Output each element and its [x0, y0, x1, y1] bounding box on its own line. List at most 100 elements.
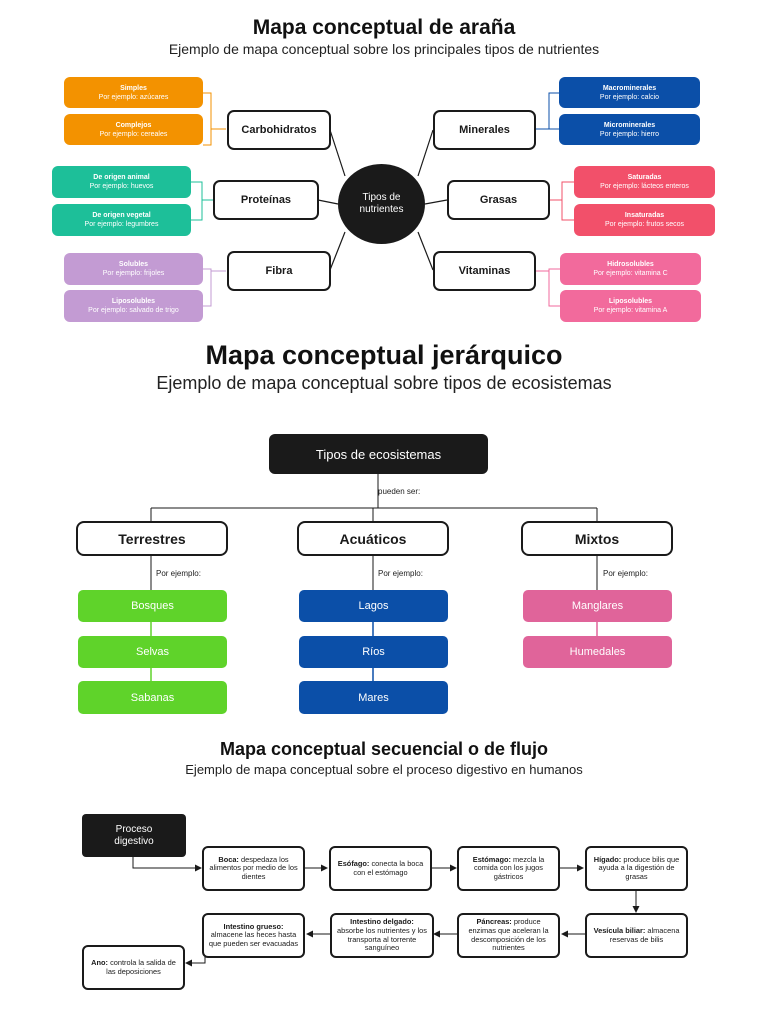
step-description: produce enzimas que aceleran la descompo… [468, 917, 549, 953]
leaf-hidrosolubles: Hidrosolubles Por ejemplo: vitamina C [560, 253, 701, 285]
example-label: Por ejemplo: [378, 569, 423, 578]
step-name: Boca: [218, 854, 239, 864]
leaf-insaturadas: Insaturadas Por ejemplo: frutos secos [574, 204, 715, 236]
step-estomago: Estómago: mezcla la comida con los jugos… [457, 846, 560, 891]
spider-category-minerales: Minerales [433, 110, 536, 150]
step-description: conecta la boca con el estómago [353, 858, 424, 877]
step-higado: Hígado: produce bilis que ayuda a la dig… [585, 846, 688, 891]
step-vesicula-biliar: Vesícula biliar: almacena reservas de bi… [585, 913, 688, 958]
item-sabanas: Sabanas [78, 681, 227, 714]
leaf-example: Por ejemplo: vitamina A [593, 307, 668, 314]
leaf-title: Microminerales [603, 121, 656, 129]
step-text: Boca: despedaza los alimentos por medio … [208, 854, 299, 882]
leaf-title: Liposolubles [111, 298, 156, 305]
group-terrestres: Terrestres [76, 521, 228, 556]
step-name: Estómago: [472, 854, 511, 864]
leaf-title: Liposolubles [608, 298, 653, 305]
step-text: Páncreas: produce enzimas que aceleran l… [463, 918, 554, 952]
step-intestino-delgado: Intestino delgado: absorbe los nutriente… [330, 913, 434, 958]
leaf-complejos: Complejos Por ejemplo: cereales [64, 114, 203, 145]
leaf-example: Por ejemplo: legumbres [84, 221, 159, 228]
step-description: almacena reservas de bilis [609, 925, 680, 944]
leaf-liposolubles-vitaminas: Liposolubles Por ejemplo: vitamina A [560, 290, 701, 322]
step-ano: Ano: controla la salida de las deposicio… [82, 945, 185, 990]
spider-category-vitaminas: Vitaminas [433, 251, 536, 291]
step-name: Ano: [91, 957, 108, 967]
leaf-liposolubles-fibra: Liposolubles Por ejemplo: salvado de tri… [64, 290, 203, 322]
step-esofago: Esófago: conecta la boca con el estómago [329, 846, 432, 891]
leaf-example: Por ejemplo: lácteos enteros [600, 183, 689, 190]
step-description: mezcla la comida con los jugos gástricos [473, 854, 545, 881]
step-boca: Boca: despedaza los alimentos por medio … [202, 846, 305, 891]
item-selvas: Selvas [78, 636, 227, 668]
leaf-title: Solubles [118, 261, 149, 268]
leaf-example: Por ejemplo: calcio [599, 93, 660, 101]
leaf-example: Por ejemplo: hierro [599, 130, 660, 138]
leaf-simples: Simples Por ejemplo: azúcares [64, 77, 203, 108]
leaf-title: De origen vegetal [92, 212, 151, 219]
leaf-example: Por ejemplo: vitamina C [593, 270, 668, 277]
flow-subtitle: Ejemplo de mapa conceptual sobre el proc… [185, 762, 583, 777]
step-name: Vesícula biliar: [593, 925, 646, 935]
example-label: Por ejemplo: [156, 569, 201, 578]
step-description: despedaza los alimentos por medio de los… [209, 854, 298, 881]
item-humedales: Humedales [523, 636, 672, 668]
hierarchy-title: Mapa conceptual jerárquico [205, 340, 563, 370]
item-bosques: Bosques [78, 590, 227, 622]
flow-title: Mapa conceptual secuencial o de flujo [219, 739, 549, 759]
leaf-example: Por ejemplo: huevos [89, 183, 154, 190]
leaf-title: Saturadas [627, 174, 662, 181]
spider-category-grasas: Grasas [447, 180, 550, 220]
spider-center-node: Tipos de nutrientes [338, 164, 425, 244]
leaf-title: Hidrosolubles [607, 261, 654, 268]
step-name: Esófago: [337, 858, 370, 868]
leaf-title: Complejos [115, 121, 152, 129]
leaf-title: Insaturadas [624, 212, 665, 219]
leaf-macrominerales: Macrominerales Por ejemplo: calcio [559, 77, 700, 108]
step-description: absorbe los nutrientes y los transporta … [337, 925, 427, 953]
item-lagos: Lagos [299, 590, 448, 622]
group-mixtos: Mixtos [521, 521, 673, 556]
leaf-solubles: Solubles Por ejemplo: frijoles [64, 253, 203, 285]
leaf-example: Por ejemplo: azúcares [98, 93, 169, 101]
spider-category-proteinas: Proteínas [213, 180, 319, 220]
leaf-example: Por ejemplo: frutos secos [605, 221, 684, 228]
step-description: produce bilis que ayuda a la digestión d… [598, 854, 680, 881]
step-text: Vesícula biliar: almacena reservas de bi… [591, 925, 682, 944]
spider-subtitle: Ejemplo de mapa conceptual sobre los pri… [168, 41, 600, 57]
flow-start-node: Proceso digestivo [82, 814, 186, 857]
step-name: Páncreas: [476, 917, 512, 927]
leaf-saturadas: Saturadas Por ejemplo: lácteos enteros [574, 166, 715, 198]
item-mares: Mares [299, 681, 448, 714]
step-description: controla la salida de las deposiciones [106, 957, 176, 976]
hierarchy-subtitle: Ejemplo de mapa conceptual sobre tipos d… [156, 373, 612, 393]
hierarchy-root-node: Tipos de ecosistemas [269, 434, 488, 474]
leaf-microminerales: Microminerales Por ejemplo: hierro [559, 114, 700, 145]
step-name: Intestino delgado: [350, 917, 414, 927]
step-description: almacene las heces hasta que pueden ser … [208, 930, 299, 948]
leaf-example: Por ejemplo: salvado de trigo [88, 307, 179, 314]
spider-category-carbohidratos: Carbohidratos [227, 110, 331, 150]
example-label: Por ejemplo: [603, 569, 648, 578]
step-name: Intestino grueso: [223, 921, 284, 931]
item-manglares: Manglares [523, 590, 672, 622]
leaf-example: Por ejemplo: frijoles [102, 270, 165, 277]
leaf-title: Simples [120, 84, 147, 92]
spider-title: Mapa conceptual de araña [252, 16, 516, 39]
root-connector-label: pueden ser: [378, 487, 421, 496]
item-rios: Ríos [299, 636, 448, 668]
step-text: Intestino delgado: absorbe los nutriente… [336, 918, 428, 952]
leaf-example: Por ejemplo: cereales [99, 130, 168, 138]
leaf-origen-animal: De origen animal Por ejemplo: huevos [52, 166, 191, 198]
step-text: Hígado: produce bilis que ayuda a la dig… [591, 854, 682, 882]
step-pancreas: Páncreas: produce enzimas que aceleran l… [457, 913, 560, 958]
step-text: Ano: controla la salida de las deposicio… [88, 957, 179, 976]
step-intestino-grueso: Intestino grueso: almacene las heces has… [202, 913, 305, 958]
leaf-title: De origen animal [93, 174, 150, 181]
group-acuaticos: Acuáticos [297, 521, 449, 556]
step-name: Hígado: [593, 854, 622, 864]
step-text: Intestino grueso: almacene las heces has… [208, 921, 299, 949]
leaf-title: Macrominerales [602, 84, 657, 92]
spider-category-fibra: Fibra [227, 251, 331, 291]
step-text: Esófago: conecta la boca con el estómago [335, 858, 426, 877]
